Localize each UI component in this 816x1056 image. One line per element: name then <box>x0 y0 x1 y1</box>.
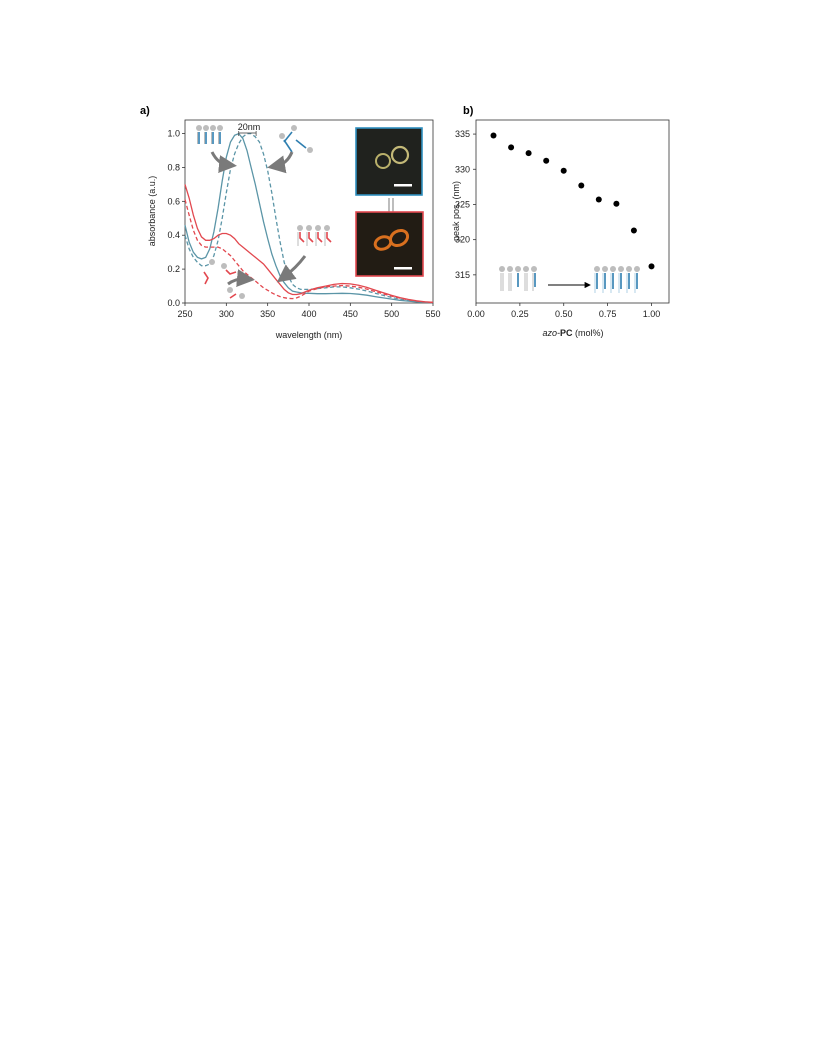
y-tick-label: 0.8 <box>167 162 180 172</box>
data-point <box>508 144 515 151</box>
y-tick-label: 0.4 <box>167 230 180 240</box>
panel-b-label: b) <box>463 105 474 117</box>
cis-free-lipid-icon <box>203 259 245 299</box>
trans-vesicle-micrograph <box>355 127 423 196</box>
x-tick-label: 0.50 <box>555 309 573 319</box>
data-point <box>543 157 550 164</box>
y-tick-label: 0.2 <box>167 264 180 274</box>
x-tick-label: 0.00 <box>467 309 485 319</box>
data-point <box>595 196 602 203</box>
curved-arrow-icon <box>276 255 307 283</box>
panel-a-label: a) <box>140 105 150 117</box>
x-axis-label-b: azo-PC (mol%) <box>542 328 603 338</box>
trans-free-lipid-icon <box>279 125 313 153</box>
y-tick-label: 1.0 <box>167 129 180 139</box>
x-tick-label: 550 <box>425 309 440 319</box>
y-axis-label-b: peak pos. (nm) <box>451 181 461 241</box>
trans-lipid-cluster-icon <box>196 125 223 144</box>
spectrum-line-2 <box>184 132 434 304</box>
curved-arrow-icon <box>210 151 237 174</box>
peak-points <box>490 132 655 270</box>
y-tick-label: 0.6 <box>167 196 180 206</box>
y-axis-label-a: absorbance (a.u.) <box>147 176 157 247</box>
curved-arrow-icon <box>227 269 255 288</box>
data-point <box>560 167 567 174</box>
shift-label: 20nm <box>238 122 261 132</box>
data-point <box>525 150 532 157</box>
switch-arrow-icon <box>388 198 394 212</box>
x-tick-label: 350 <box>260 309 275 319</box>
curved-arrow-icon <box>267 151 294 174</box>
x-tick-label: 400 <box>301 309 316 319</box>
x-axis-label-a: wavelength (nm) <box>275 330 343 340</box>
x-tick-label: 500 <box>384 309 399 319</box>
data-point <box>648 263 655 270</box>
plot-frame-b <box>475 119 670 304</box>
azo-lipid-icon <box>594 266 640 293</box>
peak-shift-annotation: 20nm <box>238 122 261 136</box>
axis-ticks-b: 0.00 0.25 0.50 0.75 1.00 315 320 325 330 335 <box>455 129 660 319</box>
cis-vesicle-micrograph <box>355 211 424 277</box>
data-point <box>613 200 620 207</box>
axis-ticks-a: 250 300 350 400 450 500 550 0.0 0.2 0.4 0.6 0.8 1.0 <box>167 129 440 319</box>
data-point <box>578 182 585 189</box>
x-tick-label: 0.75 <box>599 309 617 319</box>
x-tick-label: 450 <box>343 309 358 319</box>
cis-lipid-cluster-icon <box>297 225 332 246</box>
x-tick-label: 1.00 <box>643 309 661 319</box>
data-point <box>490 132 497 139</box>
y-tick-label: 325 <box>455 199 470 209</box>
x-tick-label: 300 <box>219 309 234 319</box>
x-tick-label: 0.25 <box>511 309 529 319</box>
y-tick-label: 330 <box>455 164 470 174</box>
y-tick-label: 320 <box>455 235 470 245</box>
pure-lipid-icon <box>499 266 537 291</box>
y-tick-label: 0.0 <box>167 298 180 308</box>
y-tick-label: 315 <box>455 270 470 280</box>
y-tick-label: 335 <box>455 129 470 139</box>
x-tick-label: 250 <box>177 309 192 319</box>
spectrum-line-4 <box>184 199 434 304</box>
data-point <box>630 227 637 234</box>
peak-position-chart: 0.00 0.25 0.50 0.75 1.00 315 320 325 330 335 azo-… <box>451 119 670 338</box>
